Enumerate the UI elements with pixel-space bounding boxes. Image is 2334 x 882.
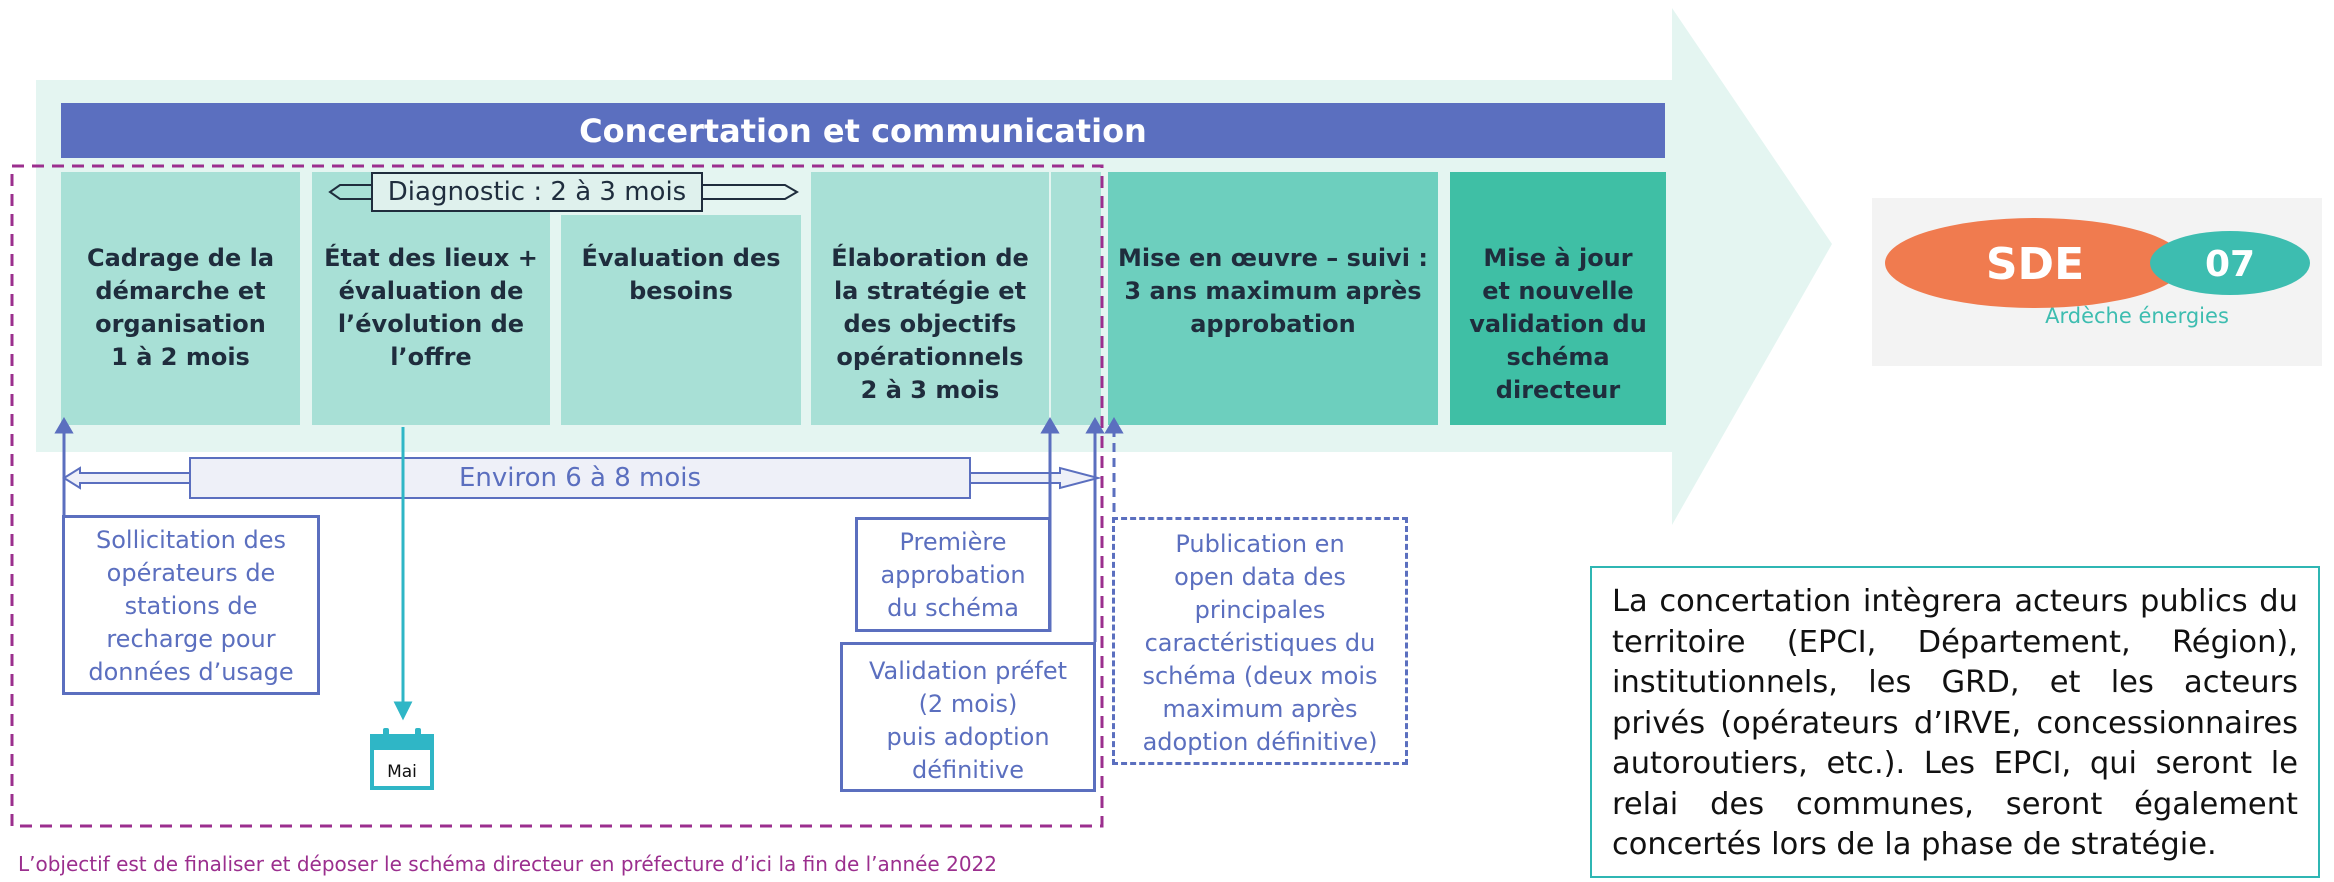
- phase-mise-a-jour: Mise à jour et nouvelle validation du sc…: [1450, 172, 1666, 425]
- milestone-sollicitation: Sollicitation des opérateurs de stations…: [62, 515, 320, 695]
- concertation-note: La concertation intègrera acteurs public…: [1590, 566, 2320, 878]
- diagnostic-span-arrow: [328, 184, 799, 200]
- calendar-label: Mai: [387, 762, 417, 782]
- phase-cadrage: Cadrage de la démarche et organisation 1…: [61, 172, 300, 425]
- phase-mise-en-oeuvre-label: Mise en œuvre – suivi : 3 ans maximum ap…: [1118, 244, 1428, 338]
- sde07-logo: Ardèche énergies: [1872, 198, 2322, 366]
- duration-span-arrow: [62, 457, 1102, 499]
- diagnostic-label: Diagnostic : 2 à 3 mois: [371, 172, 703, 212]
- phase-elaboration-strategie: Élaboration de la stratégie et des objec…: [811, 172, 1049, 425]
- logo-subtitle: Ardèche énergies: [2045, 304, 2229, 328]
- phase-etat-des-lieux: État des lieux + évaluation de l’évoluti…: [312, 172, 550, 425]
- phase-mise-en-oeuvre: Mise en œuvre – suivi : 3 ans maximum ap…: [1108, 172, 1438, 425]
- concertation-banner: Concertation et communication: [61, 103, 1665, 158]
- footer-note: L’objectif est de finaliser et déposer l…: [18, 852, 997, 876]
- milestone-validation-prefet: Validation préfet (2 mois) puis adoption…: [840, 642, 1096, 792]
- phase-evaluation-besoins-label: Évaluation des besoins: [581, 244, 781, 305]
- phase-evaluation-besoins: Évaluation des besoins: [561, 215, 801, 425]
- duration-label: Environ 6 à 8 mois: [458, 463, 702, 493]
- mai-arrow: [393, 427, 413, 721]
- milestone-premiere-approbation: Première approbation du schéma: [855, 517, 1051, 632]
- phase-etat-des-lieux-label: État des lieux + évaluation de l’évoluti…: [324, 244, 538, 371]
- calendar-icon: [370, 728, 434, 790]
- phase-elaboration-strategie-label: Élaboration de la stratégie et des objec…: [831, 244, 1029, 404]
- diagnostic-scope-frame: [10, 164, 1104, 828]
- phase-cadrage-label: Cadrage de la démarche et organisation 1…: [86, 244, 275, 371]
- phase-mise-a-jour-label: Mise à jour et nouvelle validation du sc…: [1469, 244, 1647, 404]
- phase-gap-slot: [1051, 172, 1101, 425]
- milestone-publication-open-data: Publication en open data des principales…: [1112, 517, 1408, 765]
